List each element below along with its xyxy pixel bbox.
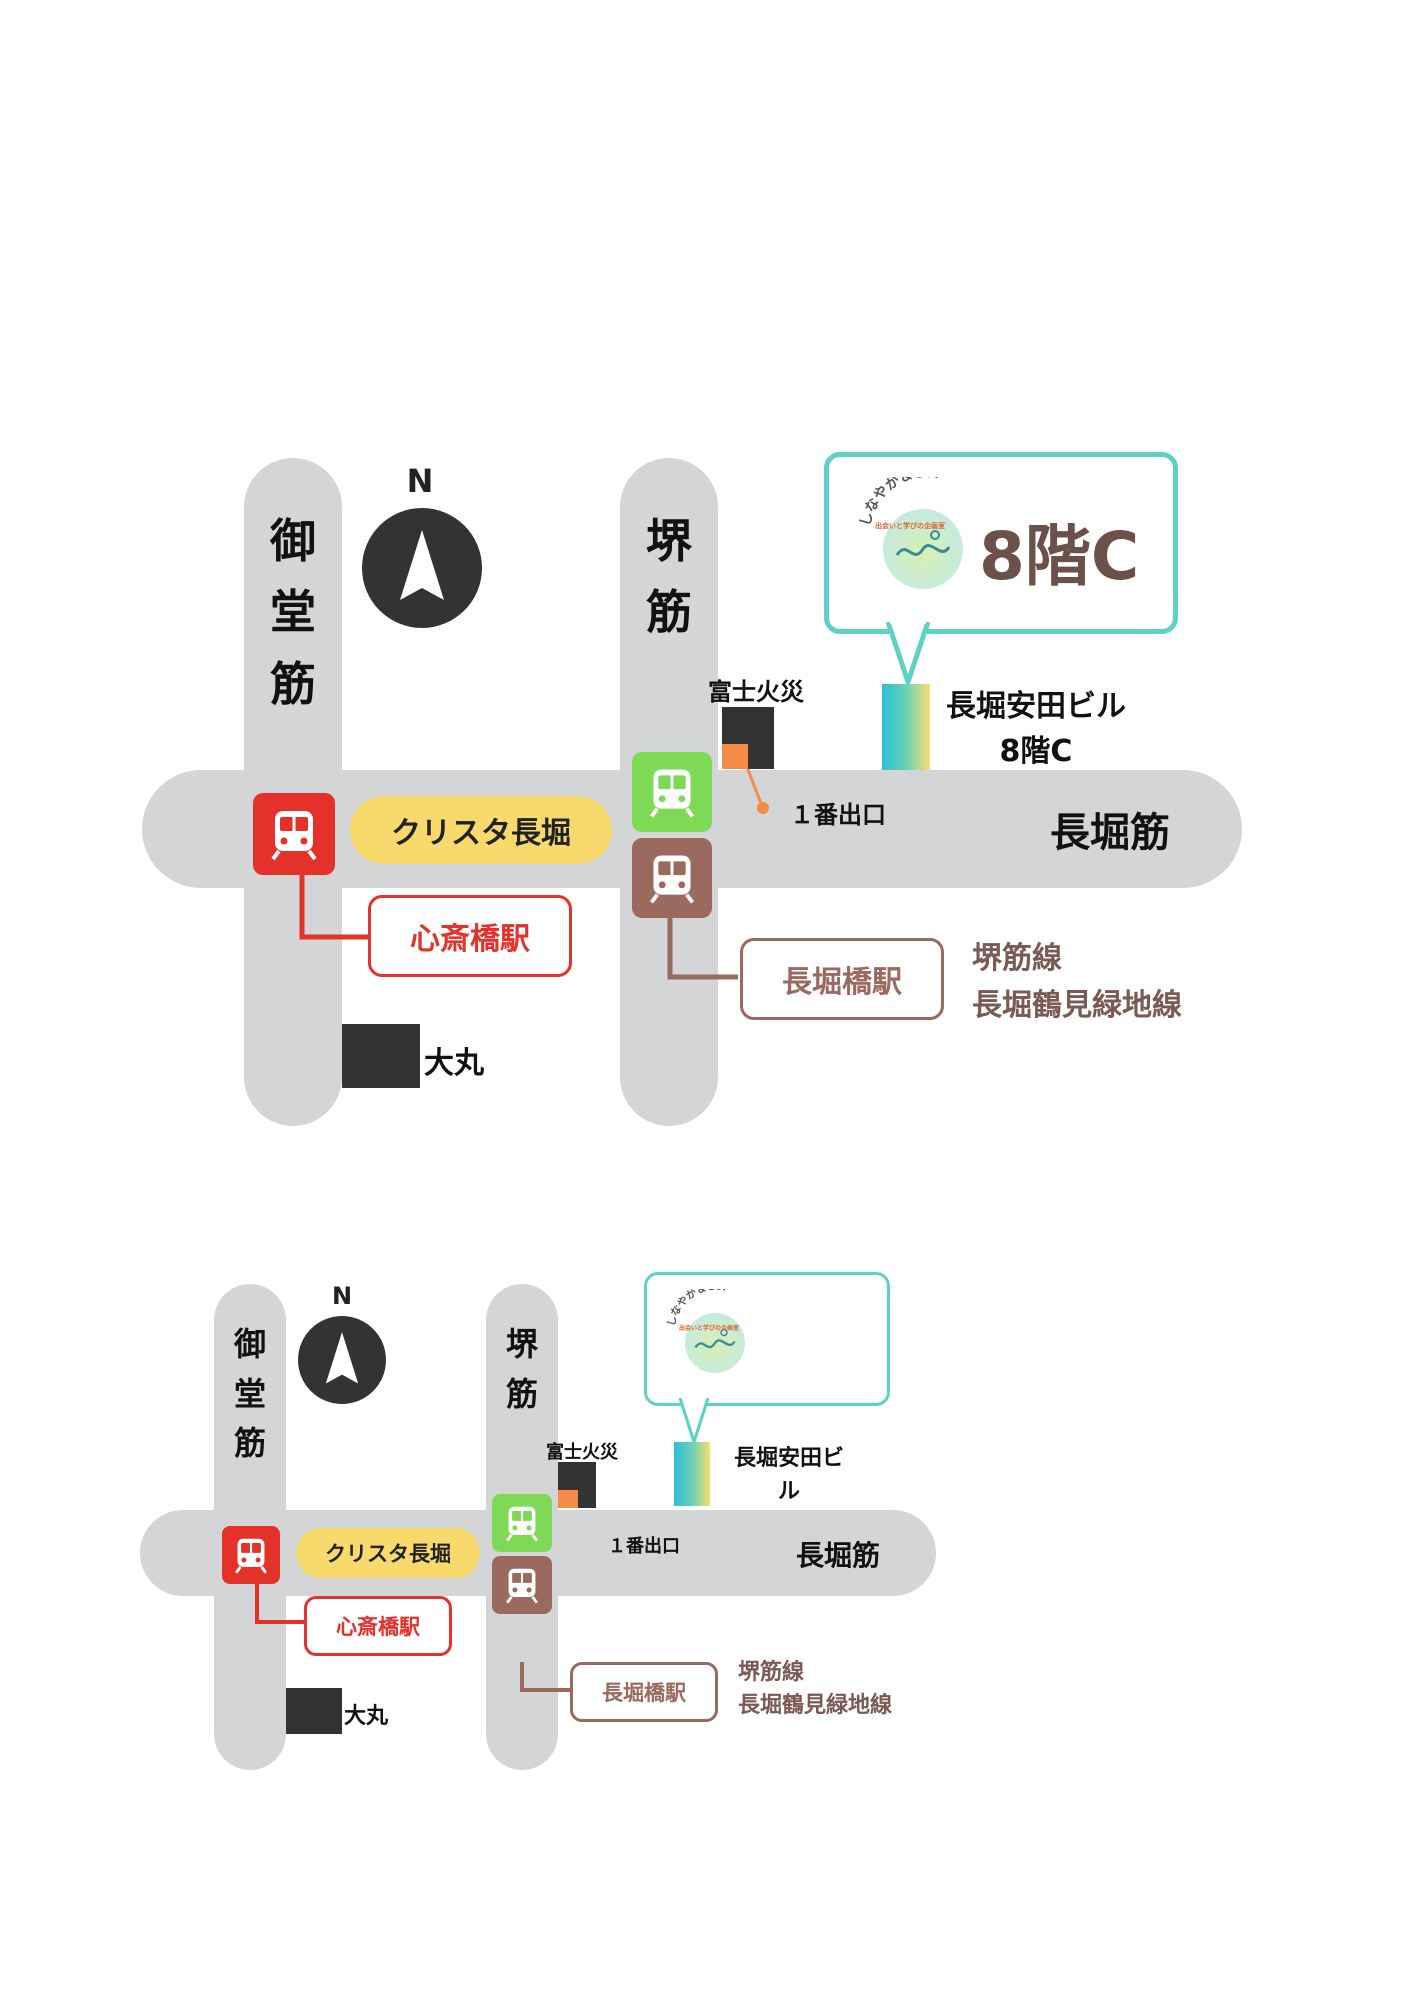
train-icon	[506, 1568, 538, 1604]
logo-arc-text: しなやか＆Co.	[858, 477, 942, 528]
nagahoribashi-station-label: 長堀橋駅	[570, 1662, 718, 1722]
nagahori-road-label: 長堀筋	[796, 1539, 881, 1572]
logo-mark-icon	[694, 1328, 736, 1349]
daimaru-building	[286, 1688, 342, 1734]
logo-mark-icon	[895, 530, 951, 556]
subway-lines-label: 堺筋線 長堀鶴見緑地線	[972, 941, 1182, 1023]
arrow-up-icon	[400, 530, 444, 600]
company-logo	[883, 509, 963, 589]
floor-label: 8階C	[979, 518, 1140, 595]
company-logo	[685, 1313, 745, 1373]
nagahori-yasuda-building	[674, 1442, 710, 1506]
train-icon-shinsaibashi	[253, 793, 335, 875]
nagahori-road-label: 長堀筋	[1050, 810, 1170, 856]
road-label-midosuji: 御 堂 筋	[233, 1325, 266, 1463]
crysta-nagahori-label: クリスタ長堀	[296, 1528, 480, 1578]
logo-arc-text: しなやか＆Co.	[665, 1289, 727, 1328]
train-icon	[506, 1506, 538, 1542]
map-large: 御 堂 筋 堺 筋 N 心斎橋駅 クリスタ長堀	[142, 452, 1242, 1126]
road-label-sakaisuji: 堺 筋	[646, 514, 692, 640]
compass-icon	[362, 508, 482, 628]
daimaru-label: 大丸	[344, 1704, 389, 1729]
callout-tail	[885, 622, 931, 684]
train-icon	[649, 855, 695, 904]
shinsaibashi-station-label: 心斎橋駅	[304, 1596, 452, 1656]
connector-lines	[255, 1584, 572, 1692]
fuji-kasai-entrance	[722, 744, 748, 769]
connector-lines	[299, 756, 769, 980]
callout-tail	[678, 1398, 710, 1444]
compass-icon	[298, 1316, 386, 1404]
shinsaibashi-station-label: 心斎橋駅	[368, 895, 572, 977]
north-label: N	[406, 462, 434, 500]
logo-text: しなやか＆Co.	[665, 1289, 727, 1328]
svg-text:しなやか＆Co.: しなやか＆Co.	[665, 1289, 727, 1328]
building-name-label: 長堀安田ビ ル	[734, 1446, 845, 1504]
train-icon-green	[492, 1494, 552, 1552]
arrow-up-icon	[325, 1332, 359, 1384]
exit-1-label: １番出口	[608, 1536, 680, 1557]
logo-subtitle: 出会いと学びの企画室	[875, 522, 945, 530]
train-icon-brown	[632, 838, 712, 918]
fuji-kasai-entrance	[558, 1490, 578, 1508]
train-icon	[271, 811, 317, 861]
train-icon-green	[632, 752, 712, 832]
nagahoribashi-station-label: 長堀橋駅	[740, 938, 944, 1020]
building-name-label: 長堀安田ビル 8階C	[946, 689, 1126, 769]
road-label-midosuji: 御 堂 筋	[270, 514, 316, 711]
destination-callout: しなやか＆Co. 出会いと学びの企画室 8階C	[824, 452, 1178, 634]
daimaru-building	[342, 1024, 420, 1088]
train-icon-shinsaibashi	[222, 1526, 280, 1584]
subway-lines-label: 堺筋線 長堀鶴見緑地線	[738, 1660, 893, 1718]
north-label: N	[331, 1282, 353, 1310]
crysta-nagahori-label: クリスタ長堀	[350, 796, 612, 864]
map-small: 御 堂 筋 堺 筋 N 心斎橋駅 クリスタ長堀	[0, 1270, 1414, 1790]
logo-subtitle: 出会いと学びの企画室	[679, 1325, 740, 1332]
road-label-sakaisuji: 堺 筋	[505, 1325, 538, 1413]
destination-callout: しなやか＆Co. 出会いと学びの企画室	[644, 1272, 890, 1406]
train-icon	[235, 1538, 267, 1574]
nagahori-yasuda-building	[882, 684, 930, 770]
fuji-kasai-label: 富士火災	[546, 1442, 618, 1463]
train-icon	[649, 769, 695, 818]
fuji-kasai-label: 富士火災	[708, 678, 804, 706]
exit-1-label: １番出口	[790, 801, 886, 829]
train-icon-brown	[492, 1556, 552, 1614]
daimaru-label: 大丸	[424, 1046, 484, 1081]
